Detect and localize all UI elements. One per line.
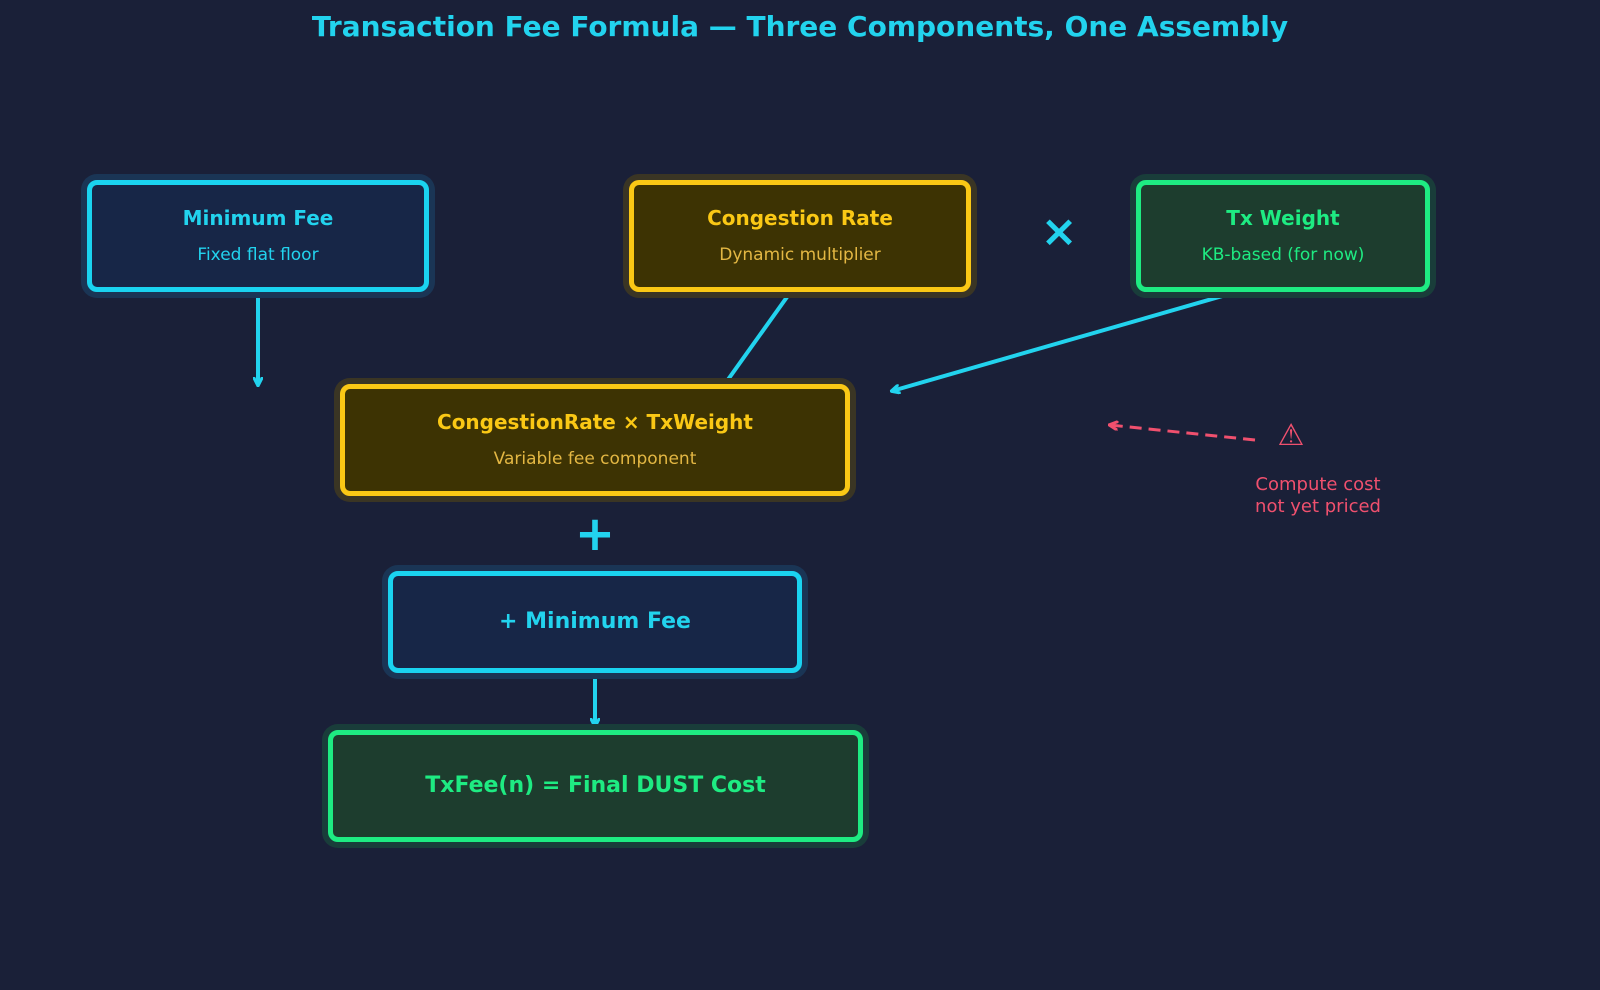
multiply-operator: × <box>1040 206 1078 257</box>
arrow-warning-dashed <box>1110 425 1256 442</box>
node-add-minimum-fee: + Minimum Fee <box>388 571 802 673</box>
warning-icon: ⚠ <box>1277 418 1305 453</box>
node-minimum-fee-title: Minimum Fee <box>182 206 334 230</box>
node-tx-weight-subtitle: KB-based (for now) <box>1201 245 1365 265</box>
node-variable-component-title: CongestionRate × TxWeight <box>437 410 753 434</box>
arrow-weight-to-product <box>892 278 1279 391</box>
warning-note-line2: not yet priced <box>1255 496 1381 517</box>
node-congestion-rate-subtitle: Dynamic multiplier <box>719 245 881 265</box>
node-variable-component-subtitle: Variable fee component <box>493 449 697 469</box>
warning-note: Compute cost not yet priced <box>1218 474 1418 518</box>
node-final-cost-title: TxFee(n) = Final DUST Cost <box>425 773 766 798</box>
diagram-title: Transaction Fee Formula — Three Componen… <box>311 10 1289 43</box>
plus-operator: + <box>574 506 616 562</box>
arrow-congestion-to-product <box>722 281 799 388</box>
node-congestion-rate-title: Congestion Rate <box>707 206 893 230</box>
node-minimum-fee: Minimum Fee Fixed flat floor <box>87 180 429 292</box>
node-add-minimum-fee-title: + Minimum Fee <box>499 609 691 634</box>
node-tx-weight: Tx Weight KB-based (for now) <box>1136 180 1430 292</box>
node-minimum-fee-subtitle: Fixed flat floor <box>197 245 319 265</box>
warning-note-line1: Compute cost <box>1255 474 1381 495</box>
node-variable-component: CongestionRate × TxWeight Variable fee c… <box>340 384 850 496</box>
node-congestion-rate: Congestion Rate Dynamic multiplier <box>629 180 971 292</box>
node-final-cost: TxFee(n) = Final DUST Cost <box>328 730 863 842</box>
node-tx-weight-title: Tx Weight <box>1226 206 1340 230</box>
